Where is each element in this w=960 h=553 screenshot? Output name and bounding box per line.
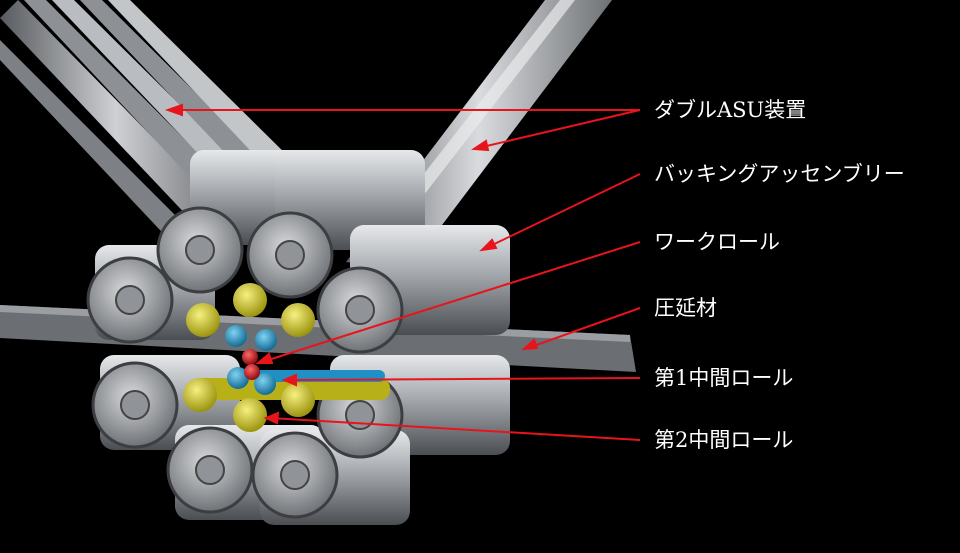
leader-rolled-material — [527, 307, 641, 349]
label-work-roll: ワークロール — [654, 230, 780, 254]
backing-roll-faces — [86, 206, 404, 519]
label-first-intermediate-roll: 第1中間ロール — [654, 366, 794, 390]
leader-double-asu-2 — [477, 109, 641, 149]
label-backing-assembly: バッキングアッセンブリー — [654, 162, 905, 186]
leader-work-roll — [261, 241, 641, 363]
leader-first-intermediate — [287, 377, 641, 381]
label-double-asu: ダブルASU装置 — [654, 98, 807, 122]
leader-second-intermediate — [269, 417, 641, 441]
leader-backing-assembly — [485, 173, 641, 249]
work-rolls — [242, 349, 260, 380]
label-second-intermediate-roll: 第2中間ロール — [654, 428, 794, 452]
leader-lines — [165, 103, 641, 441]
asu-rods-left — [0, 0, 300, 246]
label-rolled-material: 圧延材 — [654, 296, 717, 320]
